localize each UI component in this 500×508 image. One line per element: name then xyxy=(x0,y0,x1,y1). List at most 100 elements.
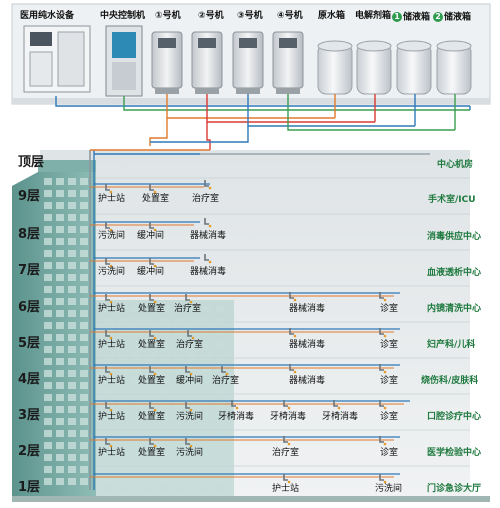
dept-label-top: 中心机房 xyxy=(437,160,474,170)
equipment-label-unit-4: ④号机 xyxy=(277,11,303,21)
building-window xyxy=(56,178,64,185)
faucet-drop xyxy=(337,406,341,410)
building-window xyxy=(80,406,88,413)
building-window xyxy=(80,190,88,197)
room-label: 牙椅消毒 xyxy=(218,412,255,422)
tank-lid xyxy=(436,40,472,52)
building-window xyxy=(68,418,76,425)
equipment-label-unit-1: ①号机 xyxy=(155,11,181,21)
purifier-display xyxy=(30,32,52,46)
faucet-drop xyxy=(293,334,297,338)
room-label: 污洗间 xyxy=(176,448,204,458)
room-label: 诊室 xyxy=(380,340,399,350)
faucet-icon xyxy=(149,294,154,301)
faucet-icon xyxy=(149,222,154,229)
building-window xyxy=(56,286,64,293)
machine-panel xyxy=(158,38,176,48)
faucet-drop xyxy=(383,406,387,410)
room-label: 处置室 xyxy=(138,340,166,350)
faucet-drop xyxy=(287,480,291,484)
faucet-drop xyxy=(287,406,291,410)
building-window xyxy=(44,430,52,437)
faucet-icon xyxy=(105,184,110,191)
room-label: 护士站 xyxy=(98,448,126,458)
floor-separators xyxy=(96,177,470,467)
dept-label-1: 门诊急诊大厅 xyxy=(427,484,482,494)
building-wing xyxy=(96,300,234,496)
building-window xyxy=(80,430,88,437)
faucet-drop xyxy=(293,370,297,374)
building-window xyxy=(68,478,76,485)
building-window xyxy=(56,466,64,473)
building-window xyxy=(56,250,64,257)
faucet-drop xyxy=(109,372,113,376)
building-window xyxy=(68,442,76,449)
faucet-icon xyxy=(185,438,190,445)
faucet-icon xyxy=(187,330,192,337)
building-window xyxy=(44,478,52,485)
building-window xyxy=(56,190,64,197)
faucet-drop xyxy=(235,406,239,410)
building-window xyxy=(80,250,88,257)
faucet-drop xyxy=(287,442,291,446)
equipment-label-controller: 中央控制机 xyxy=(100,11,146,21)
faucet-icon xyxy=(333,400,338,407)
room-label: 处置室 xyxy=(138,304,166,314)
faucet-icon xyxy=(105,222,110,229)
faucet-drop xyxy=(109,300,113,304)
room-label: 处置室 xyxy=(142,194,170,204)
faucet-icon xyxy=(105,294,110,301)
storage-tank-2-text: 储液箱 xyxy=(444,12,472,23)
faucet-icon xyxy=(379,364,384,371)
building-window xyxy=(44,322,52,329)
equipment-label-raw-water-tank: 原水箱 xyxy=(318,11,346,21)
building-window xyxy=(44,454,52,461)
faucet-icon xyxy=(149,366,154,373)
building-window xyxy=(68,298,76,305)
building-window xyxy=(44,262,52,269)
machine-panel xyxy=(239,38,257,48)
faucet-icon xyxy=(221,366,226,373)
room-label: 污洗间 xyxy=(98,267,126,277)
building-window xyxy=(44,214,52,221)
room-label: 处置室 xyxy=(138,412,166,422)
faucet-drop xyxy=(225,372,229,376)
controller-panel xyxy=(112,62,136,90)
building-window xyxy=(80,454,88,461)
building-window xyxy=(44,250,52,257)
faucet-icon xyxy=(379,328,384,335)
faucet-icon xyxy=(289,292,294,299)
building-window xyxy=(44,418,52,425)
floor-label-7: 7层 xyxy=(18,263,41,278)
floor-label-9: 9层 xyxy=(18,189,41,204)
faucet-icon xyxy=(149,258,154,265)
building-window xyxy=(68,310,76,317)
tank-lid xyxy=(396,40,432,52)
building-window xyxy=(56,298,64,305)
floor-label-3: 3层 xyxy=(18,408,41,423)
building-window xyxy=(56,418,64,425)
building-window xyxy=(56,394,64,401)
faucet-icon xyxy=(379,292,384,299)
tank-lid xyxy=(317,40,353,52)
faucet-drop xyxy=(153,336,157,340)
faucet-icon xyxy=(289,328,294,335)
building-window xyxy=(80,286,88,293)
building-window xyxy=(56,334,64,341)
building-window xyxy=(44,370,52,377)
controller-screen xyxy=(112,32,136,58)
faucet-drop xyxy=(153,444,157,448)
faucet-drop xyxy=(109,228,113,232)
machine-panel xyxy=(279,38,297,48)
building-window xyxy=(80,478,88,485)
floor-label-8: 8层 xyxy=(18,227,41,242)
equipment-label-unit-2: ②号机 xyxy=(198,11,224,21)
dept-label-6: 内镜清洗中心 xyxy=(427,304,482,314)
room-label: 污洗间 xyxy=(176,412,204,422)
building-window xyxy=(80,394,88,401)
building-window xyxy=(44,238,52,245)
building-window xyxy=(68,406,76,413)
building-window xyxy=(80,370,88,377)
